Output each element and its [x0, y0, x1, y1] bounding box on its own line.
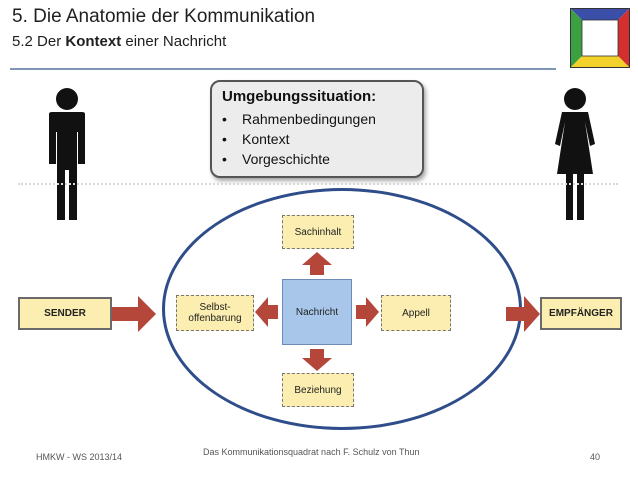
- beziehung-box: Beziehung: [282, 373, 354, 407]
- page-number: 40: [590, 452, 601, 462]
- male-figure-icon: [49, 88, 85, 220]
- arrow-sender-icon: [112, 296, 156, 332]
- callout-item: Vorgeschichte: [222, 149, 412, 169]
- callout-title: Umgebungssituation:: [222, 88, 377, 105]
- selbstoffenbarung-box: Selbst- offenbarung: [176, 295, 254, 331]
- sachinhalt-box: Sachinhalt: [282, 215, 354, 249]
- subtitle-prefix: 5.2 Der: [12, 33, 66, 50]
- callout-list: Rahmenbedingungen Kontext Vorgeschichte: [222, 109, 412, 169]
- appell-box: Appell: [381, 295, 451, 331]
- female-figure-icon: [555, 88, 595, 220]
- context-callout: Umgebungssituation: Rahmenbedingungen Ko…: [210, 80, 424, 178]
- header-rule: [10, 68, 556, 70]
- logo-icon: [570, 8, 630, 68]
- callout-item: Rahmenbedingungen: [222, 109, 412, 129]
- divider-dotted: [18, 183, 618, 185]
- sender-box: SENDER: [18, 297, 112, 330]
- slide-subtitle: 5.2 Der Kontext einer Nachricht: [12, 33, 226, 50]
- subtitle-suffix: einer Nachricht: [121, 33, 227, 50]
- subtitle-bold: Kontext: [65, 33, 122, 50]
- callout-item: Kontext: [222, 129, 412, 149]
- selbstoffenbarung-line1: Selbst-: [199, 302, 231, 313]
- selbstoffenbarung-line2: offenbarung: [188, 313, 242, 324]
- slide-title: 5. Die Anatomie der Kommunikation: [12, 6, 316, 27]
- footer-left: HMKW - WS 2013/14: [36, 452, 123, 462]
- footer-center: Das Kommunikationsquadrat nach F. Schulz…: [203, 447, 420, 457]
- nachricht-box: Nachricht: [282, 279, 352, 345]
- receiver-box: EMPFÄNGER: [540, 297, 622, 330]
